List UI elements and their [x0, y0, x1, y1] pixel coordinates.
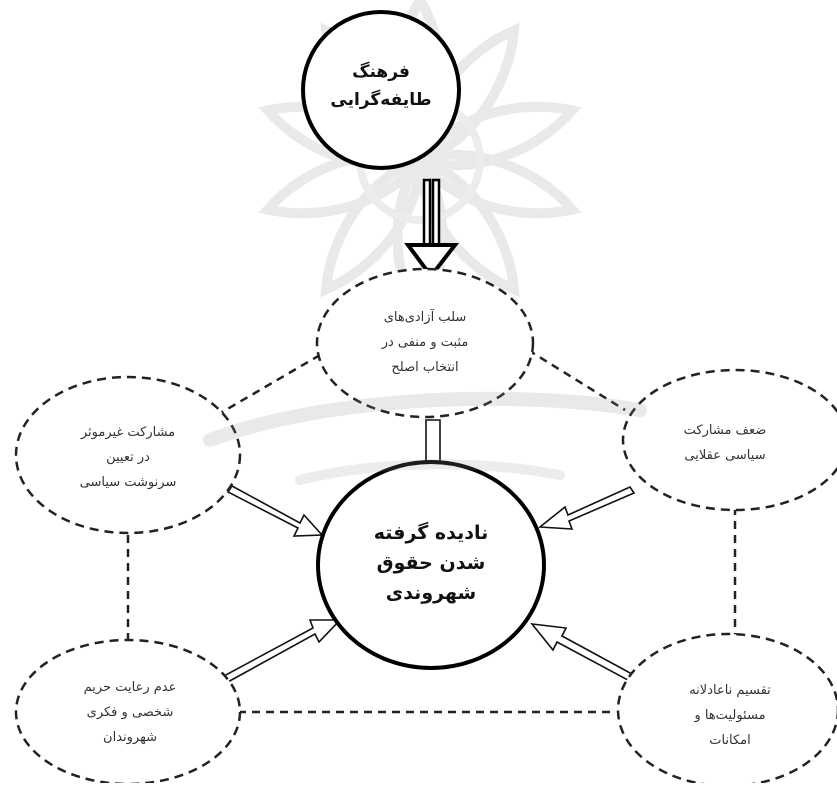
hollow-arrows	[220, 419, 645, 688]
upper-node-line-3: انتخاب اصلح	[391, 360, 459, 375]
top-node-line-1: فرهنگ	[352, 62, 410, 82]
bottom-left-node-line-1: عدم رعایت حریم	[83, 680, 177, 695]
top-node-line-2: طایفه‌گرایی	[330, 90, 432, 110]
center-node-line-3: شهروندی	[385, 582, 477, 604]
bottom-left-node-line-2: شخصی و فکری	[86, 705, 174, 720]
center-node-circle	[316, 460, 546, 670]
connector-upper-right	[527, 348, 626, 412]
upper-node-label: سلب آزادی‌های مثبت و منفی در انتخاب اصلح	[345, 305, 505, 380]
top-node-circle	[301, 10, 461, 170]
arrow-bottomleft-to-center	[220, 619, 342, 685]
bottom-right-node-label: تقسیم ناعادلانه مسئولیت‌ها و امکانات	[650, 678, 810, 753]
bottom-left-node-line-3: شهروندان	[103, 730, 157, 745]
arrow-bottomright-to-center	[530, 622, 645, 688]
left-node-line-3: سرنوشت سیاسی	[79, 475, 177, 490]
upper-node-circle	[315, 267, 535, 419]
bottom-right-node-circle	[616, 632, 837, 787]
bottom-right-node-line-3: امکانات	[709, 733, 751, 748]
right-node-label: ضعف مشارکت سیاسی عقلایی	[650, 418, 800, 468]
center-node-line-2: شدن حقوق	[376, 552, 486, 574]
bottom-left-node-label: عدم رعایت حریم شخصی و فکری شهروندان	[50, 675, 210, 750]
center-node-label: نادیده گرفته شدن حقوق شهروندی	[341, 518, 521, 608]
top-node-label: فرهنگ طایفه‌گرایی	[311, 58, 451, 114]
upper-node-line-1: سلب آزادی‌های	[383, 310, 467, 325]
left-node-line-2: در تعیین	[106, 450, 150, 465]
bottom-right-node-line-1: تقسیم ناعادلانه	[689, 683, 771, 698]
bottom-right-node-line-2: مسئولیت‌ها و	[694, 708, 766, 723]
right-node-line-2: سیاسی عقلایی	[684, 448, 766, 463]
upper-node-line-2: مثبت و منفی در	[381, 335, 469, 350]
arrow-right-to-center	[537, 485, 636, 530]
center-node-line-1: نادیده گرفته	[373, 522, 489, 544]
bottom-left-node-circle	[14, 638, 242, 786]
main-double-arrow	[404, 178, 460, 280]
arrow-left-to-center	[226, 484, 324, 537]
right-node-circle	[621, 368, 837, 512]
watermark-text-band	[203, 391, 647, 485]
left-node-line-1: مشارکت غیرموثر	[80, 425, 176, 440]
left-node-circle	[14, 375, 242, 535]
right-node-line-1: ضعف مشارکت	[683, 423, 767, 438]
left-node-label: مشارکت غیرموثر در تعیین سرنوشت سیاسی	[48, 420, 208, 495]
